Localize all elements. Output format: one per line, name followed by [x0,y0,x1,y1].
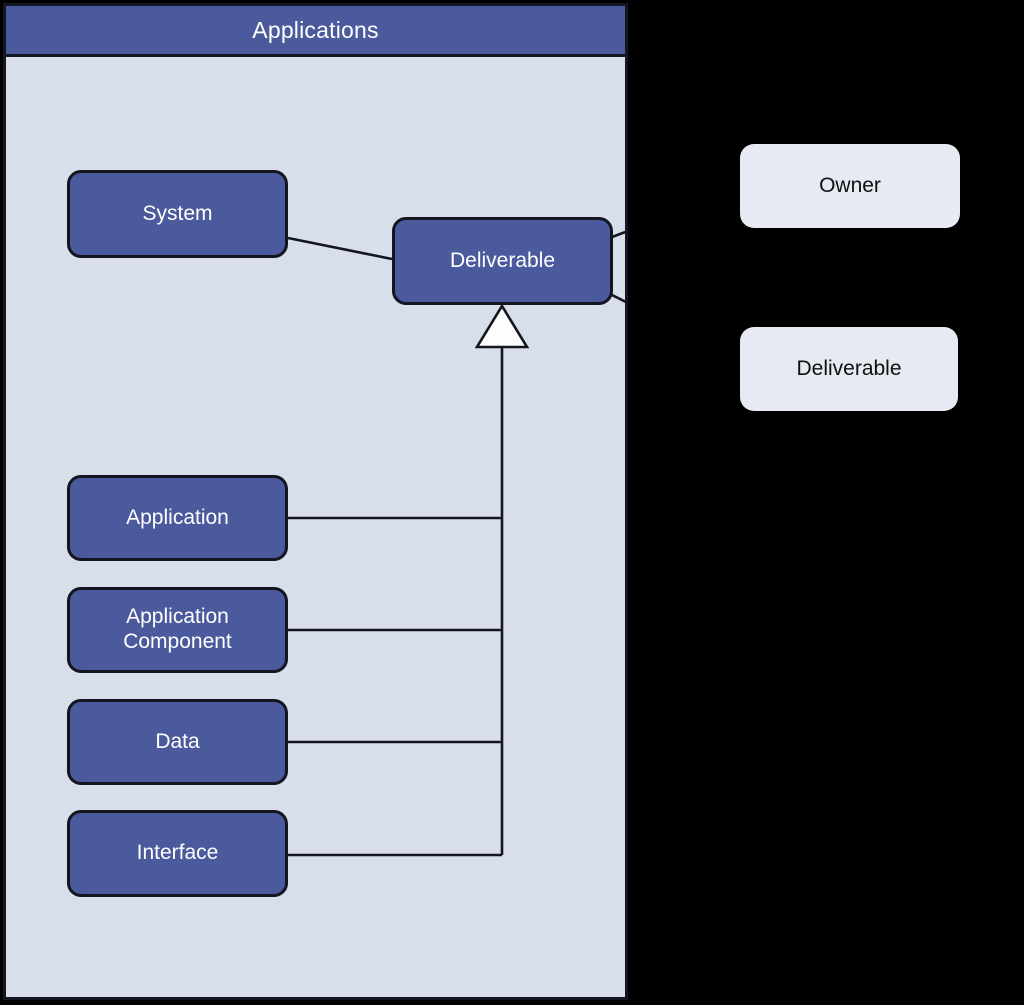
node-interface-label: Interface [136,841,219,865]
node-interface[interactable]: Interface [67,810,288,897]
node-deliverable[interactable]: Deliverable [392,217,613,305]
node-owner-label: Owner [819,173,881,197]
node-application-component-label-line2: Component [123,630,232,653]
node-application-component-label-line1: Application [126,605,229,629]
node-deliverable-external[interactable]: Deliverable [740,327,958,411]
node-application-label: Application [126,505,229,529]
node-data-label: Data [155,729,200,753]
panel-header: Applications [6,6,625,57]
node-application-component-label: Application Component [115,605,240,655]
panel-title: Applications [252,16,379,43]
node-data[interactable]: Data [67,699,288,785]
node-deliverable-label: Deliverable [449,248,556,272]
node-deliverable-external-label: Deliverable [796,356,902,380]
node-owner[interactable]: Owner [740,144,960,228]
node-system[interactable]: System [67,170,288,258]
node-application-component[interactable]: Application Component [67,587,288,673]
node-system-label: System [142,201,213,225]
node-application[interactable]: Application [67,475,288,561]
